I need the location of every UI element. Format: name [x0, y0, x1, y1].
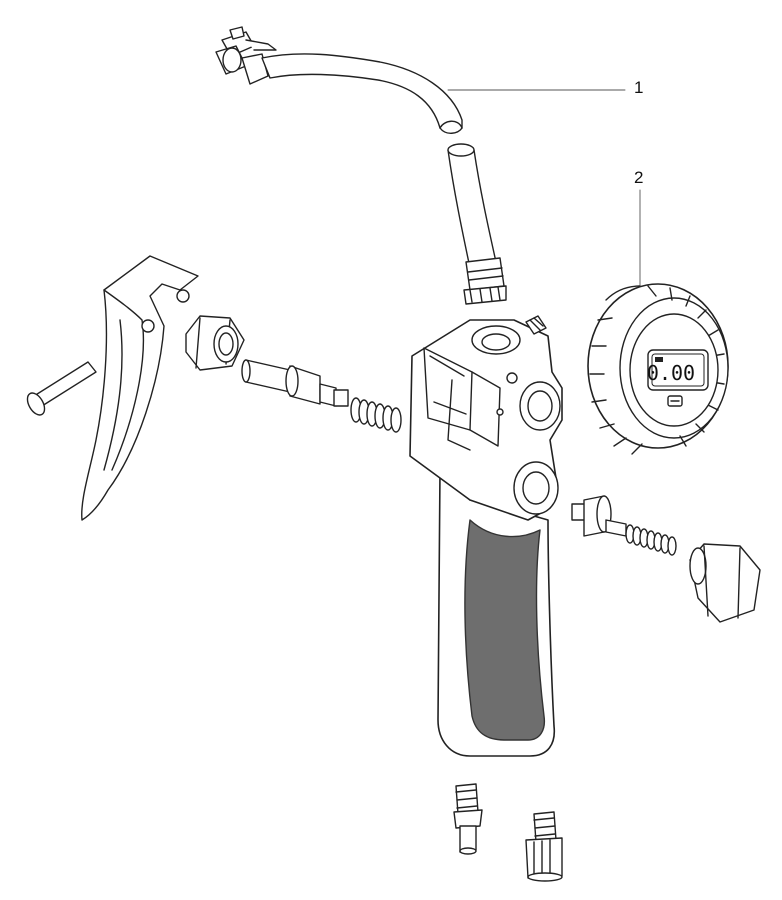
nozzle-fitting-hex [525, 811, 563, 882]
nozzle-fitting-straight [453, 783, 483, 855]
hose-clamp [215, 26, 277, 85]
digital-gauge [587, 283, 729, 455]
lever-pivot-hole-1 [176, 289, 190, 303]
hex-cap-nut [689, 543, 761, 623]
hose-lower [447, 144, 497, 269]
grip-inlay [464, 519, 546, 741]
hose-upper [261, 53, 463, 134]
lever-pivot-hole-2 [141, 319, 155, 333]
callout-number-1: 1 [634, 78, 644, 97]
set-screw [525, 315, 547, 335]
gun-body [409, 315, 563, 757]
lever-pin [26, 361, 97, 416]
valve-stem-left [241, 359, 349, 407]
hex-bushing [185, 315, 245, 371]
leader-lines [447, 89, 641, 286]
spring-left [350, 397, 402, 433]
valve-stem-right [571, 495, 627, 537]
spring-right [625, 524, 677, 556]
trigger-lever [81, 255, 199, 521]
gauge-reading: 0.00 [647, 361, 695, 385]
hose-nipple [463, 257, 507, 305]
gauge-indicator-mark [655, 357, 663, 362]
hose-assembly [215, 26, 507, 305]
callout-number-2: 2 [634, 168, 644, 187]
